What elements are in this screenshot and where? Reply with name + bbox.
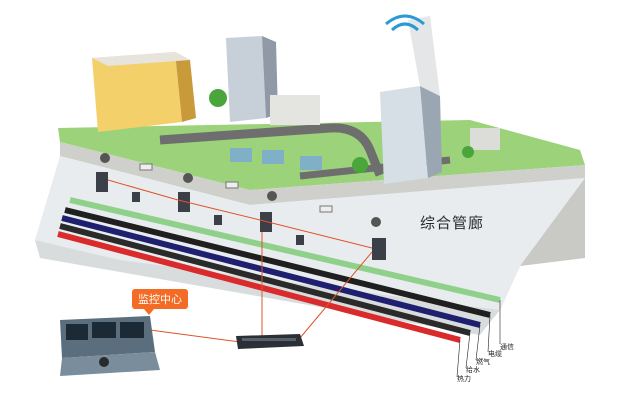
- pipe-bundle: [57, 197, 501, 343]
- building-icon: [92, 52, 196, 132]
- pipe-heat: [57, 231, 461, 343]
- pipe-label-heat: 热力: [457, 375, 471, 383]
- pipe-label-telecom: 通信: [500, 343, 514, 351]
- sensor-icon: [132, 192, 304, 245]
- dome-camera-icon: [100, 153, 381, 227]
- link-lines: [107, 179, 373, 343]
- slab-front-edge: [60, 142, 585, 205]
- pipe-gas: [61, 215, 481, 328]
- tree-icon: [209, 89, 474, 173]
- pipe-water: [59, 223, 471, 336]
- wifi-icon: [385, 14, 425, 32]
- pipe-label-power: 电缆: [488, 350, 502, 358]
- house-icon: [230, 95, 500, 170]
- tunnel-title: 综合管廊: [420, 214, 485, 232]
- building-icon: [380, 16, 442, 184]
- pipe-telecom: [69, 197, 501, 303]
- network-switch-icon: [236, 334, 304, 349]
- bullet-camera-icon: [139, 163, 333, 213]
- pipe-power: [64, 207, 491, 318]
- pipe-label-gas: 燃气: [476, 358, 490, 366]
- monitor-console-icon: [60, 316, 160, 376]
- control-center-label: 监控中心: [132, 289, 188, 315]
- pipe-label-water: 给水: [466, 366, 480, 374]
- road: [159, 123, 385, 177]
